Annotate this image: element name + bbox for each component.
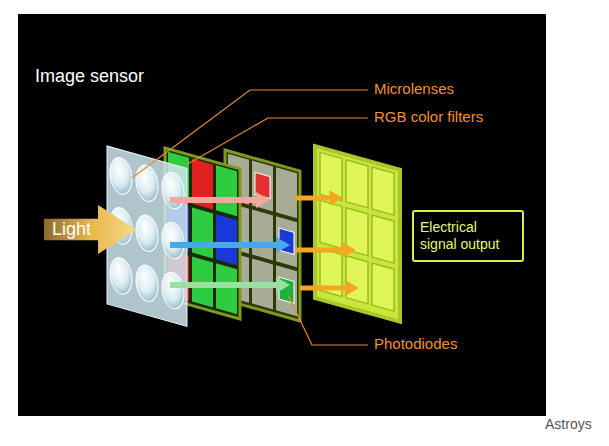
signal-output-grid	[315, 146, 400, 322]
light-rays	[170, 192, 290, 293]
node-text: Light	[52, 219, 91, 240]
light-arrow: Light	[44, 205, 135, 254]
part-label: Photodiodes	[374, 335, 457, 352]
part-label: RGB color filters	[374, 108, 483, 125]
leader-lines	[132, 90, 368, 345]
diagram-title: Image sensor	[35, 66, 144, 87]
watermark: Astroys	[545, 416, 592, 432]
part-label: Microlenses	[374, 80, 454, 97]
output-box: Electrical signal output	[412, 210, 524, 262]
signal-arrows	[295, 191, 358, 295]
background-panel	[18, 14, 546, 416]
node-text: Electrical signal output	[420, 219, 516, 253]
